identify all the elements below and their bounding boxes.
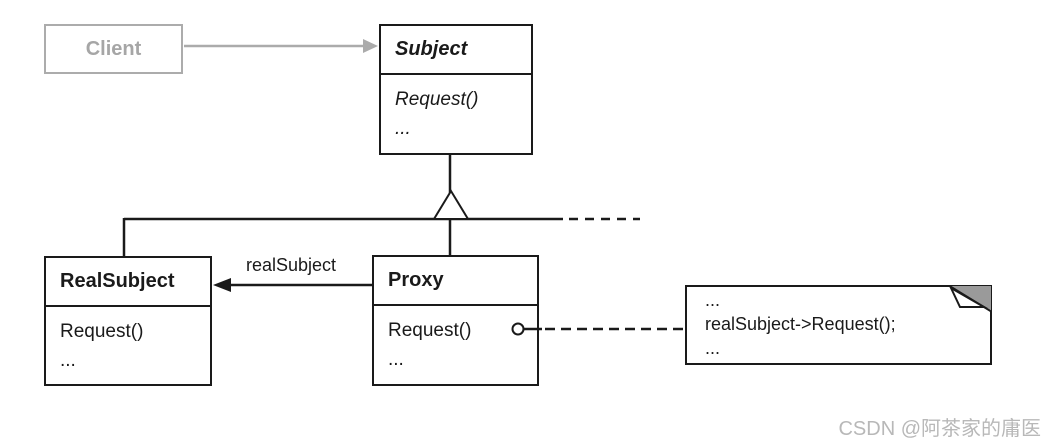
client-arrowhead-icon — [363, 39, 378, 53]
proxy-method-ellipsis: ... — [388, 349, 404, 370]
realsubject-method: Request() — [60, 321, 144, 342]
realsubject-class-box: RealSubject Request() ... — [44, 256, 212, 386]
implementation-note-box: ... realSubject->Request(); ... — [685, 285, 992, 365]
association-label-realsubject: realSubject — [246, 255, 337, 275]
realsubject-class-methods: Request() ... — [46, 307, 210, 375]
note-folded-corner-icon — [946, 285, 992, 314]
realsubject-method-ellipsis: ... — [60, 350, 76, 371]
note-code-text: ... realSubject->Request(); ... — [687, 287, 990, 360]
note-line-code: realSubject->Request(); — [705, 314, 896, 334]
proxy-class-methods: Request() ... — [374, 306, 537, 374]
note-line-ellipsis-bottom: ... — [705, 338, 721, 358]
association-arrowhead-icon — [213, 278, 231, 292]
subject-class-box: Subject Request() ... — [379, 24, 533, 155]
proxy-method: Request() — [388, 320, 472, 341]
subject-class-title: Subject — [381, 26, 531, 75]
proxy-class-box: Proxy Request() ... — [372, 255, 539, 386]
watermark-text: CSDN @阿茶家的庸医 — [838, 418, 1041, 440]
inheritance-triangle-icon — [432, 189, 470, 220]
subject-class-methods: Request() ... — [381, 75, 531, 143]
realsubject-class-title: RealSubject — [46, 258, 210, 307]
client-class-box: Client — [44, 24, 183, 74]
subject-method: Request() — [395, 89, 479, 110]
note-line-ellipsis-top: ... — [705, 290, 721, 310]
subject-method-ellipsis: ... — [395, 118, 411, 139]
proxy-class-title: Proxy — [374, 257, 537, 306]
client-class-label: Client — [85, 37, 142, 60]
